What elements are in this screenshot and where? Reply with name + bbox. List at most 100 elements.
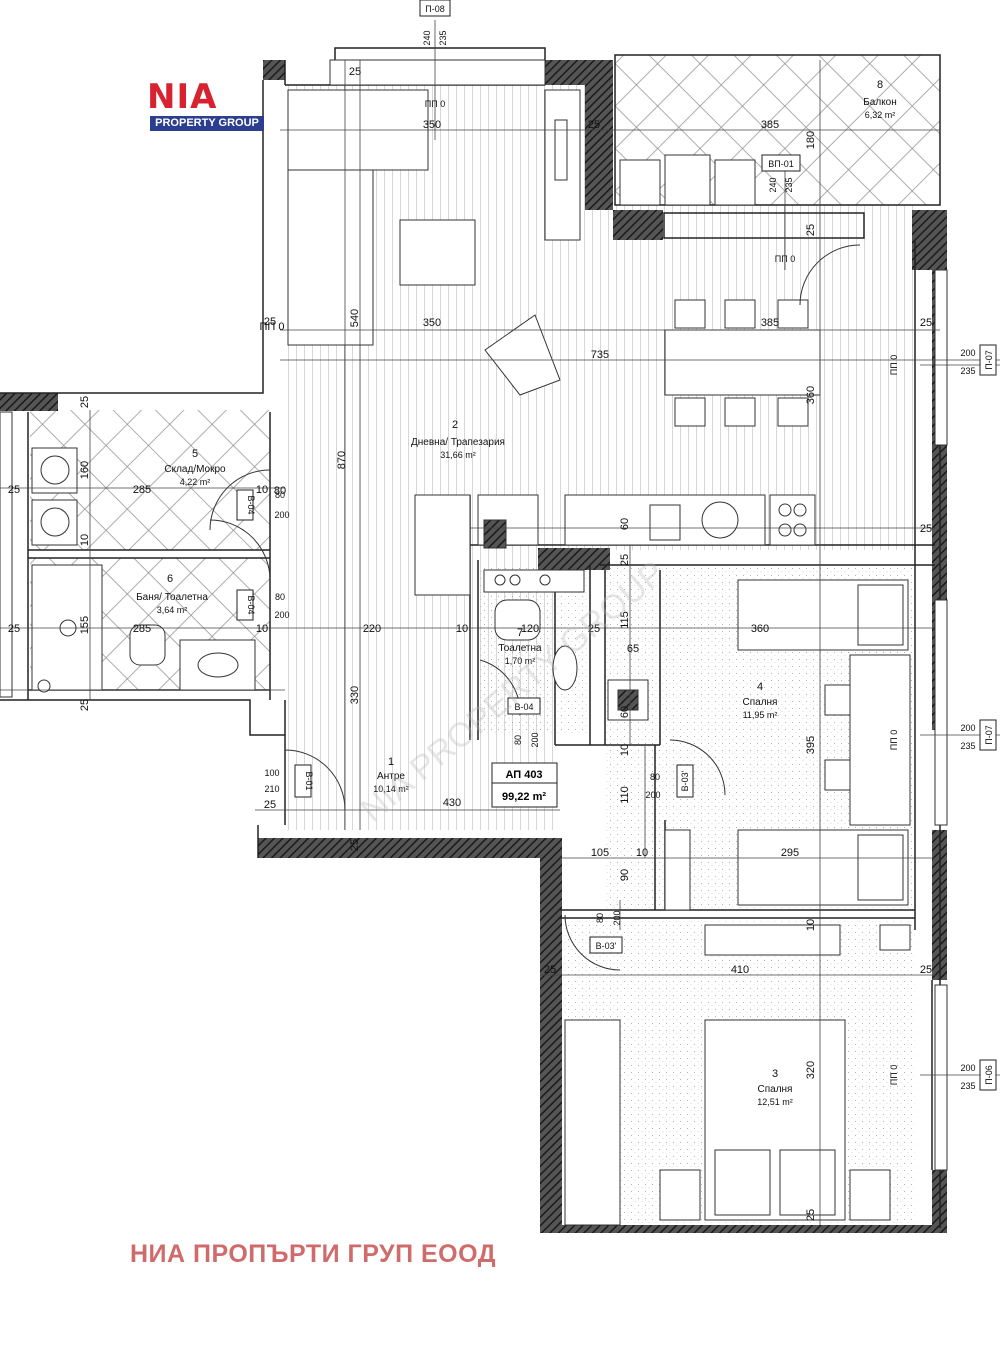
room-name: Балкон <box>863 97 897 108</box>
windows <box>0 59 948 1171</box>
opening-id: ВП-01 <box>768 159 793 169</box>
dimension-value: 25 <box>588 623 600 635</box>
wall-segment <box>258 838 558 858</box>
dimension-value: 220 <box>363 623 381 635</box>
dimension-value: 360 <box>751 623 769 635</box>
dimension-value: 285 <box>133 623 151 635</box>
dimension-value: 870 <box>336 451 348 469</box>
wall-segment <box>912 210 947 270</box>
room-area: 4,22 m² <box>180 477 211 487</box>
room-name: Дневна/ Трапезария <box>411 437 505 448</box>
dimension-value: 410 <box>731 964 749 976</box>
dimension-value: 10 <box>636 847 648 859</box>
dimension-value: 90 <box>619 869 631 881</box>
opening-tags: П-08 240 235 ПП 0 ВП-01 240 235 ПП 0 П-0… <box>419 0 997 1091</box>
dimension-value: 25 <box>920 523 932 535</box>
dimension-value: 115 <box>619 611 631 629</box>
room-name: Антре <box>377 771 405 782</box>
dimension-value: 25 <box>920 317 932 329</box>
room-number: 1 <box>388 756 394 768</box>
dimension-value: 430 <box>443 797 461 809</box>
dimension-value: 25 <box>264 316 276 328</box>
door-width: 80 <box>275 592 285 602</box>
dimension-value: 385 <box>761 119 779 131</box>
dimension-value: ПП 0 <box>260 321 285 333</box>
opening-width: 240 <box>422 30 432 45</box>
door-width: 80 <box>595 913 605 923</box>
dimension-value: 10 <box>79 534 91 546</box>
living-furniture <box>287 89 821 596</box>
logo-letter: I <box>176 77 191 117</box>
room-area: 1,70 m² <box>505 656 536 666</box>
dimension-value: 25 <box>349 66 361 78</box>
dimension-value: 25 <box>264 799 276 811</box>
dimension-value: 25 <box>588 119 600 131</box>
balcony-furniture <box>619 154 756 206</box>
door-width: 80 <box>650 772 660 782</box>
dimension-value: 25 <box>805 224 817 236</box>
room-area: 11,95 m² <box>743 710 778 720</box>
dimension-value: 25 <box>349 839 361 851</box>
dimension-value: 350 <box>423 119 441 131</box>
opening-sill: ПП 0 <box>775 254 795 264</box>
wall-segment <box>540 1225 947 1233</box>
dimension-value: 25 <box>79 699 91 711</box>
door-height: 200 <box>612 910 622 925</box>
opening-width: 200 <box>960 348 975 358</box>
dimension-value: 25 <box>544 964 556 976</box>
room-labels: 1 Антре 10,14 m² 2 Дневна/ Трапезария 31… <box>136 79 897 1107</box>
room-number: 7 <box>517 627 523 639</box>
dimension-value: 295 <box>781 847 799 859</box>
room-area: 10,14 m² <box>373 784 409 794</box>
logo-letters: NIA <box>147 80 267 114</box>
room-number: 5 <box>192 448 198 460</box>
door-height: 210 <box>264 784 279 794</box>
opening-height: 235 <box>438 30 448 45</box>
dimension-value: 330 <box>349 686 361 704</box>
logo-tagline: PROPERTY GROUP <box>150 116 264 131</box>
door-width: 80 <box>513 735 523 745</box>
door-swings <box>209 244 861 971</box>
dimension-value: 80 <box>274 485 286 497</box>
wall-segment <box>263 60 285 80</box>
door-height: 200 <box>274 610 289 620</box>
apartment-code: АП 403 <box>505 769 542 781</box>
door-id: В-04 <box>514 702 533 712</box>
apartment-tag: АП 403 99,22 m² <box>491 762 558 808</box>
dimension-value: 25 <box>8 484 20 496</box>
door-id: В-04 <box>246 595 256 614</box>
opening-height: 235 <box>784 177 794 192</box>
wall-segment <box>0 393 58 411</box>
opening-id: П-07 <box>984 725 994 744</box>
opening-width: 200 <box>960 723 975 733</box>
dimension-value: 735 <box>591 349 609 361</box>
opening-sill: ПП 0 <box>889 1065 899 1085</box>
opening-height: 235 <box>960 1081 975 1091</box>
dimension-value: 155 <box>79 616 91 634</box>
dimension-value: 25 <box>805 1209 817 1221</box>
dimension-value: 395 <box>805 736 817 754</box>
dimension-value: 105 <box>591 847 609 859</box>
apartment-area: 99,22 m² <box>502 791 546 803</box>
logo-letter: A <box>190 77 218 117</box>
company-logo: NIA PROPERTY GROUP <box>137 80 270 132</box>
wall-segment <box>538 548 610 570</box>
room-name: Баня/ Тоалетна <box>136 592 208 603</box>
dimension-value: 25 <box>8 623 20 635</box>
door-id: В-03' <box>596 941 617 951</box>
room-number: 4 <box>757 681 763 693</box>
company-name: НИА ПРОПЪРТИ ГРУП ЕООД <box>130 1240 497 1268</box>
logo-letter: N <box>147 77 177 117</box>
opening-id: П-06 <box>984 1065 994 1084</box>
opening-id: П-08 <box>425 4 444 14</box>
dimension-value: 180 <box>805 131 817 149</box>
door-height: 200 <box>530 732 540 747</box>
door-tags: В-04 80 200 В-04 80 200 В-04 80 200 В-01… <box>236 489 694 954</box>
door-width: 80 <box>275 490 285 500</box>
dimension-value: 10 <box>456 623 468 635</box>
room-area: 31,66 m² <box>440 450 476 460</box>
dimension-value: 385 <box>761 317 779 329</box>
bathroom-fixtures <box>31 447 649 721</box>
opening-sill: ПП 0 <box>889 730 899 750</box>
